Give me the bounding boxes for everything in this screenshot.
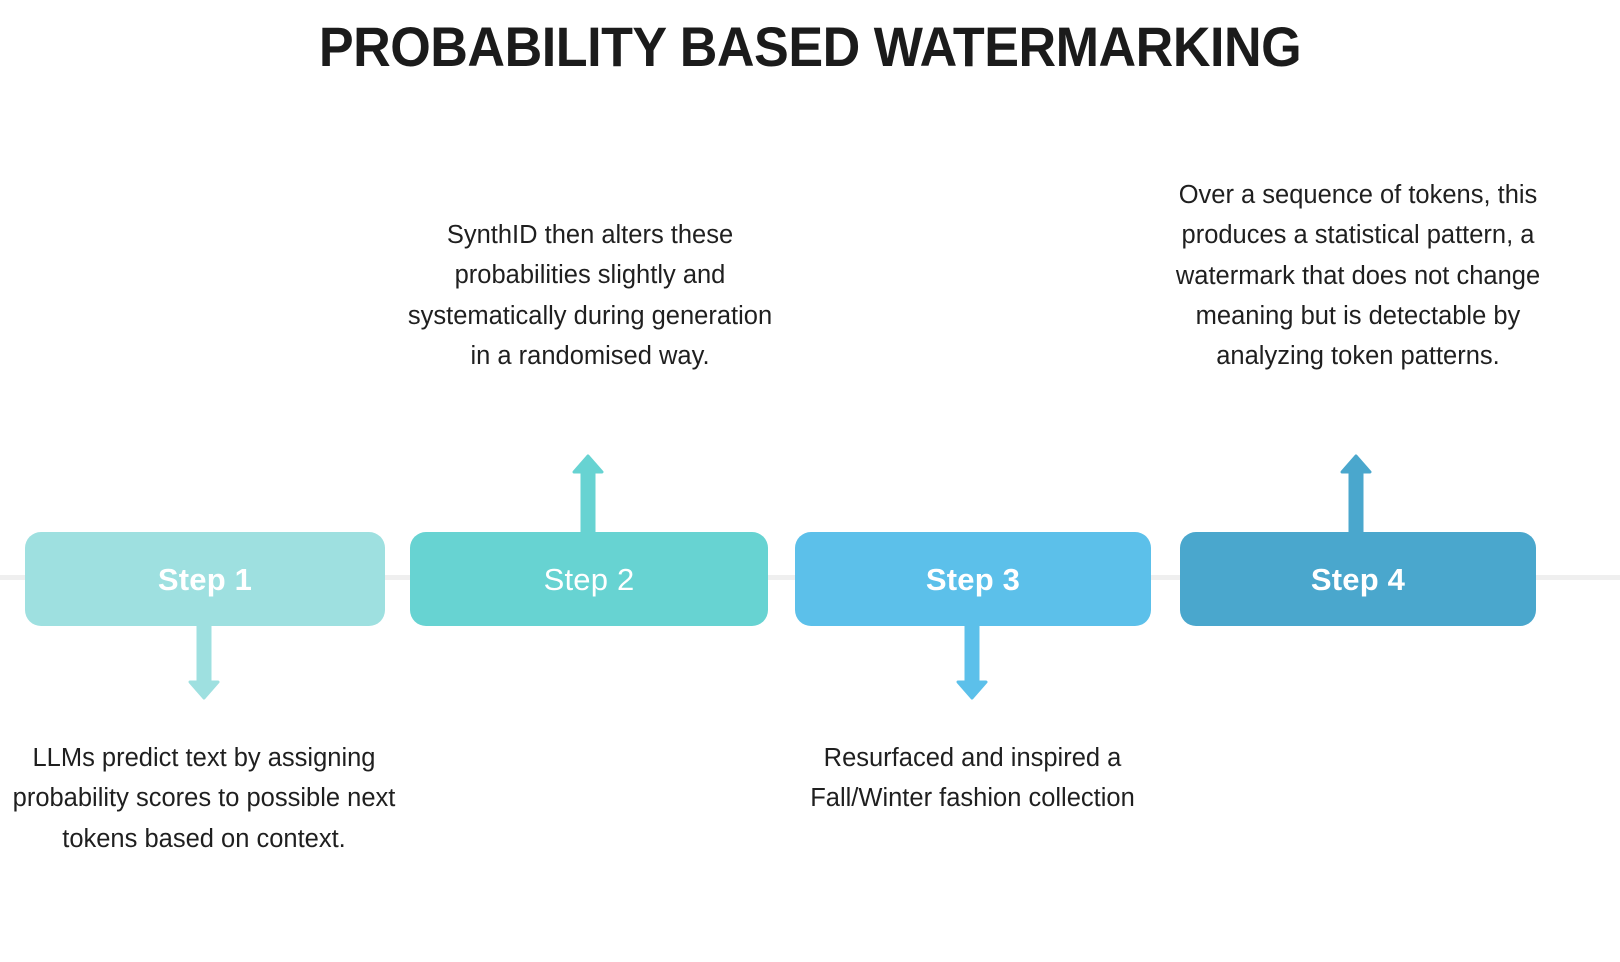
description-step-1: LLMs predict text by assigning probabili… (12, 744, 396, 853)
page-title: PROBABILITY BASED WATERMARKING (318, 15, 1302, 78)
step-label-1: Step 1 (157, 561, 253, 597)
description-step-3: Resurfaced and inspired a Fall/Winter fa… (810, 744, 1135, 813)
arrow-up-icon-step-4 (1338, 452, 1374, 534)
description-step-4: Over a sequence of tokens, this produces… (1175, 181, 1541, 371)
arrow-down-icon-step-3 (954, 622, 990, 702)
step-box-2[interactable]: Step 2 (410, 532, 768, 626)
arrow-up-icon-step-2 (570, 452, 606, 534)
step-box-3[interactable]: Step 3 (795, 532, 1151, 626)
step-label-3: Step 3 (925, 561, 1021, 597)
step-box-1[interactable]: Step 1 (25, 532, 385, 626)
step-box-4[interactable]: Step 4 (1180, 532, 1536, 626)
step-label-2: Step 2 (543, 561, 635, 597)
step-label-4: Step 4 (1310, 561, 1406, 597)
description-step-2: SynthID then alters these probabilities … (407, 221, 773, 370)
arrow-down-icon-step-1 (186, 622, 222, 702)
